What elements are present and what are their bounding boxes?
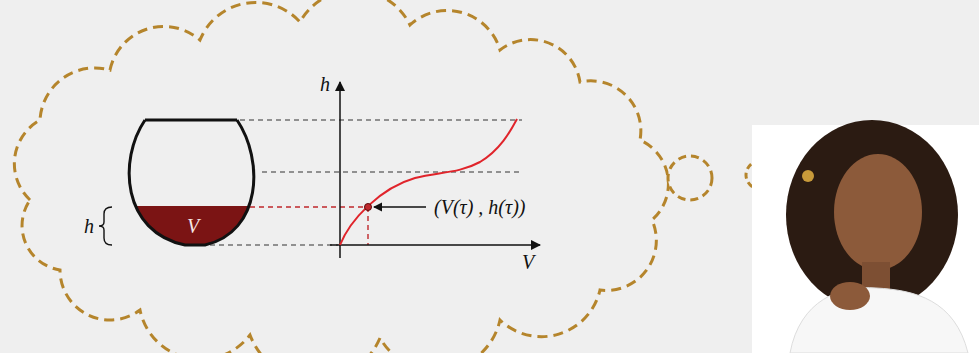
- wine-region: V: [173, 211, 213, 241]
- x-axis: [330, 244, 540, 246]
- volume-label: V: [187, 216, 199, 236]
- point-label: (V(τ) , h(τ)): [432, 196, 528, 218]
- guide-line: [262, 171, 522, 172]
- thought-bubble: [668, 156, 712, 200]
- bracket: [99, 207, 112, 245]
- glass-outline: [129, 120, 254, 245]
- y-axis: [339, 82, 341, 258]
- guide-line: [250, 206, 368, 207]
- axis-label: h: [320, 74, 330, 94]
- leader-line: [374, 206, 426, 207]
- thought-cloud: [14, 0, 668, 353]
- point: [365, 204, 372, 211]
- glass-rim: [145, 119, 237, 122]
- guide-line: [240, 119, 522, 120]
- person-photo: [752, 120, 979, 353]
- guide-line: [210, 244, 338, 245]
- curve: [340, 119, 517, 245]
- axis-label: V: [522, 252, 534, 272]
- bracket-label: h: [84, 216, 94, 236]
- guide-line: [367, 207, 368, 245]
